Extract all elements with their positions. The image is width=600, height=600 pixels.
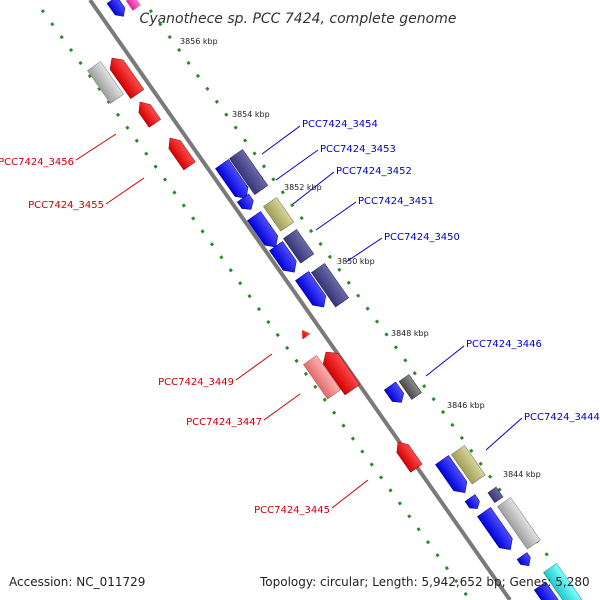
gene-3456-red[interactable] <box>105 53 145 99</box>
gene-3441-small[interactable] <box>516 552 534 570</box>
leader-3444 <box>485 417 523 451</box>
label-3450[interactable]: PCC7424_3450 <box>384 232 460 243</box>
gene-3449-red[interactable] <box>319 347 361 396</box>
leader-3446 <box>425 345 465 377</box>
leader-3452 <box>292 171 335 205</box>
label-3456[interactable]: PCC7424_3456 <box>0 157 74 168</box>
label-3451[interactable]: PCC7424_3451 <box>358 196 434 207</box>
leader-3445 <box>331 479 369 509</box>
tick-3852: 3852 kbp <box>284 183 322 192</box>
gene-top-blue[interactable] <box>106 0 128 20</box>
accession-text: Accession: NC_011729 <box>9 575 146 589</box>
leader-3454 <box>261 125 301 155</box>
label-3446[interactable]: PCC7424_3446 <box>466 339 542 350</box>
gene-3444-blue[interactable] <box>435 455 471 497</box>
gene-3443-small[interactable] <box>464 494 482 513</box>
label-3455[interactable]: PCC7424_3455 <box>28 200 104 211</box>
gene-3454-blue[interactable] <box>215 159 252 203</box>
tick-3844: 3844 kbp <box>503 470 541 479</box>
label-3452[interactable]: PCC7424_3452 <box>336 166 412 177</box>
gene-3450-blue[interactable] <box>269 241 300 276</box>
leader-3456 <box>75 133 117 161</box>
label-3453[interactable]: PCC7424_3453 <box>320 144 396 155</box>
topology-text: Topology: circular; Length: 5,942,652 bp… <box>260 575 590 589</box>
gene-3449-blue[interactable] <box>295 271 330 311</box>
gene-3445-red[interactable] <box>392 438 423 473</box>
gene-3447-pink[interactable] <box>303 355 341 400</box>
tick-labels: 3856 kbp 3854 kbp 3852 kbp 3850 kbp 3848… <box>180 37 541 479</box>
gene-3446-dark[interactable] <box>398 374 422 400</box>
tick-3854: 3854 kbp <box>232 110 270 119</box>
gene-3440-cyan[interactable] <box>543 563 583 600</box>
gene-3453-small[interactable] <box>236 193 256 213</box>
forward-strand-genes <box>106 0 583 600</box>
leader-lines-forward <box>261 125 523 451</box>
tick-3846: 3846 kbp <box>447 401 485 410</box>
leader-3450 <box>345 237 383 263</box>
gene-3449-red-small[interactable] <box>298 327 311 340</box>
gene-3450-navy[interactable] <box>311 263 349 308</box>
gene-3451-navy[interactable] <box>283 229 315 264</box>
gene-3444-khaki[interactable] <box>451 445 486 485</box>
label-3444[interactable]: PCC7424_3444 <box>524 412 600 423</box>
tick-3850: 3850 kbp <box>337 257 375 266</box>
tick-3848: 3848 kbp <box>391 329 429 338</box>
label-3447[interactable]: PCC7424_3447 <box>186 417 262 428</box>
tick-3856: 3856 kbp <box>180 37 218 46</box>
gene-3455-red-small[interactable] <box>134 98 161 128</box>
gene-3440-blue[interactable] <box>533 581 559 600</box>
map-title: Cyanothece sp. PCC 7424, complete genome <box>140 11 457 27</box>
reverse-strand-genes <box>87 53 423 473</box>
gene-3452-khaki[interactable] <box>263 197 295 232</box>
gene-3443-navy[interactable] <box>487 486 504 504</box>
gene-3454-navy[interactable] <box>229 149 269 195</box>
gene-labels-forward: PCC7424_3454 PCC7424_3453 PCC7424_3452 P… <box>302 119 600 423</box>
gene-top-magenta[interactable] <box>125 0 141 11</box>
leader-3449 <box>235 353 273 381</box>
gene-3446-blue[interactable] <box>383 381 407 406</box>
gene-3442-gray[interactable] <box>497 497 541 550</box>
leader-3455 <box>105 177 145 205</box>
gene-3442-blue[interactable] <box>477 507 516 554</box>
leader-3447 <box>263 393 301 421</box>
genome-backbone <box>88 0 512 600</box>
leader-lines-reverse <box>75 133 369 509</box>
label-3445[interactable]: PCC7424_3445 <box>254 505 330 516</box>
leader-3453 <box>275 149 319 181</box>
leader-3451 <box>315 201 357 231</box>
gene-3451-blue[interactable] <box>247 211 282 251</box>
label-3454[interactable]: PCC7424_3454 <box>302 119 378 130</box>
gene-3455-red[interactable] <box>164 134 196 171</box>
gene-labels-reverse: PCC7424_3456 PCC7424_3455 PCC7424_3449 P… <box>0 157 330 516</box>
label-3449[interactable]: PCC7424_3449 <box>158 377 234 388</box>
gene-3456-gray[interactable] <box>87 61 124 104</box>
